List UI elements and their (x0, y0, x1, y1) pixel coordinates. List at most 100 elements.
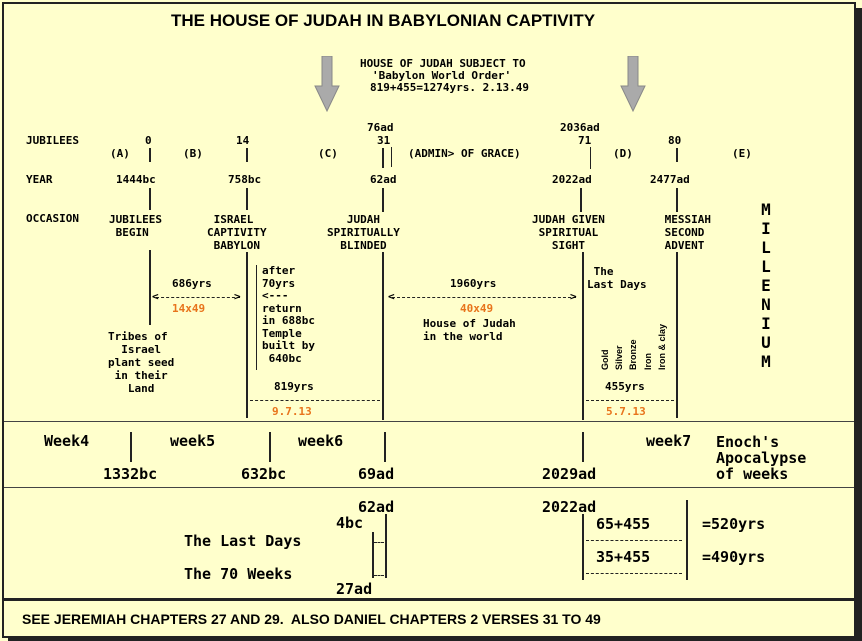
down-arrow-right-icon (620, 56, 646, 112)
bottom-last-days: The Last Days (184, 532, 302, 550)
week-divider (582, 432, 584, 462)
year-758bc: 758bc (228, 173, 262, 186)
span-14x49: 14x49 (172, 302, 206, 315)
jubilee-31: 31 (377, 134, 391, 147)
arrow-head-left: < (152, 290, 159, 303)
arrow-head-left: < (388, 290, 395, 303)
bottom-year-4bc: 4bc (336, 514, 364, 532)
bottom-tick (374, 575, 384, 576)
occasion-judah-sight: JUDAH GIVEN SPIRITUAL SIGHT (532, 213, 605, 252)
millenium-letter: M (761, 200, 771, 219)
connector-line (382, 148, 384, 168)
span-arrow-686 (156, 297, 240, 298)
span-line-819 (250, 400, 380, 401)
connector-line (149, 250, 151, 325)
week-5: week5 (170, 432, 216, 450)
week-divider (269, 432, 271, 462)
calc-35-455: 35+455 (596, 548, 651, 566)
occasion-jubilees-begin: JUBILEES BEGIN (109, 213, 162, 239)
jubilee-2036ad: 2036ad (560, 121, 600, 134)
jubilee-71: 71 (578, 134, 592, 147)
year-2477ad: 2477ad (650, 173, 690, 186)
connector-line (256, 265, 257, 370)
year-62ad: 62ad (370, 173, 397, 186)
date-9-7-13: 9.7.13 (272, 405, 312, 418)
period-b: (B) (183, 147, 203, 160)
week-divider (384, 432, 386, 462)
note-last-days: The Last Days (587, 265, 647, 291)
calc-separator (586, 540, 682, 541)
label-jubilees: JUBILEES (26, 134, 79, 147)
week-4: Week4 (44, 432, 90, 450)
period-a: (A) (110, 147, 130, 160)
arrow-head-right: > (570, 290, 577, 303)
result-490yrs: =490yrs (702, 548, 766, 566)
span-455yrs: 455yrs (605, 380, 645, 393)
bottom-70-weeks: The 70 Weeks (184, 565, 293, 583)
jubilee-14: 14 (236, 134, 250, 147)
metal-iron-clay: Iron & clay (657, 323, 667, 370)
occasion-messiah-advent: MESSIAH SECOND ADVENT (664, 213, 711, 252)
subject-line-1: HOUSE OF JUDAH SUBJECT TO (360, 57, 526, 70)
label-occasion: OCCASION (26, 212, 79, 225)
week-6: week6 (298, 432, 344, 450)
jubilee-80: 80 (668, 134, 682, 147)
millenium-letter: L (761, 257, 771, 276)
down-arrow-left-icon (314, 56, 340, 112)
metal-iron: Iron (643, 353, 653, 370)
week-year-1332bc: 1332bc (103, 465, 158, 483)
jubilee-76ad: 76ad (367, 121, 394, 134)
millenium-letter: E (761, 276, 771, 295)
bottom-line (686, 500, 688, 580)
frame-shadow-bottom (8, 636, 862, 641)
millenium-letter: U (761, 333, 771, 352)
diagram-title: THE HOUSE OF JUDAH IN BABYLONIAN CAPTIVI… (171, 11, 596, 30)
divider-weeks-top (4, 421, 854, 422)
note-tribes: Tribes of Israel plant seed in their Lan… (108, 330, 175, 395)
bottom-year-62ad: 62ad (358, 498, 395, 516)
connector-line (246, 188, 248, 210)
span-line-455 (586, 400, 674, 401)
connector-line (149, 188, 151, 210)
connector-line (149, 148, 151, 162)
label-year: YEAR (26, 173, 53, 186)
divider-footer (4, 598, 854, 601)
frame-shadow-right (856, 8, 862, 641)
millenium-letter: I (761, 219, 771, 238)
connector-line (676, 148, 678, 162)
connector-line (391, 147, 392, 167)
note-after-70yrs: after 70yrs <--- return in 688bc Temple … (262, 264, 315, 365)
occasion-judah-blinded: JUDAH SPIRITUALLY BLINDED (327, 213, 400, 252)
year-2022ad: 2022ad (552, 173, 592, 186)
week-divider (130, 432, 132, 462)
year-1444bc: 1444bc (116, 173, 156, 186)
millenium-letter: L (761, 238, 771, 257)
bottom-year-27ad: 27ad (336, 580, 373, 598)
span-686yrs: 686yrs (172, 277, 212, 290)
note-house-of-judah: House of Judah in the world (423, 317, 516, 343)
calc-65-455: 65+455 (596, 515, 651, 533)
footer-reference: SEE JEREMIAH CHAPTERS 27 AND 29. ALSO DA… (22, 611, 601, 627)
date-5-7-13: 5.7.13 (606, 405, 646, 418)
connector-line (246, 252, 248, 418)
millenium-letter: I (761, 314, 771, 333)
connector-line (676, 188, 678, 212)
jubilee-0: 0 (145, 134, 152, 147)
subject-line-2: 'Babylon World Order' (372, 69, 512, 82)
connector-line (382, 188, 384, 212)
period-admin-grace: (ADMIN> OF GRACE) (408, 147, 521, 160)
result-520yrs: =520yrs (702, 515, 766, 533)
period-c: (C) (318, 147, 338, 160)
week-year-632bc: 632bc (241, 465, 287, 483)
bottom-line (385, 514, 387, 578)
bottom-line (582, 514, 584, 580)
span-40x49: 40x49 (460, 302, 494, 315)
connector-line (580, 188, 582, 212)
occasion-israel-captivity: ISRAEL CAPTIVITY BABYLON (207, 213, 267, 252)
connector-line (590, 147, 591, 169)
week-7: week7 (646, 432, 692, 450)
metal-silver: Silver (614, 345, 624, 370)
period-e: (E) (732, 147, 752, 160)
